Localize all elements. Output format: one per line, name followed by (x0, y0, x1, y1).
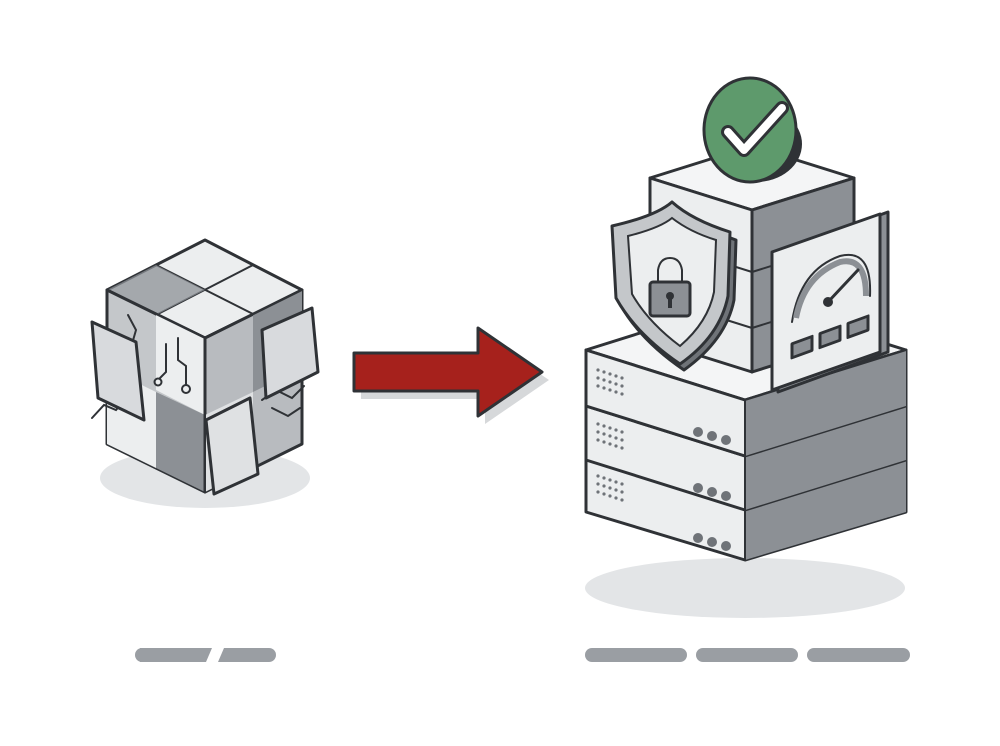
server-stack-icon (585, 78, 906, 618)
left-label-placeholder (135, 648, 276, 662)
arrow-right-icon (354, 328, 549, 424)
checkmark-badge-icon (704, 78, 802, 182)
broken-cube-icon (92, 240, 318, 508)
right-label-placeholder (585, 648, 910, 662)
